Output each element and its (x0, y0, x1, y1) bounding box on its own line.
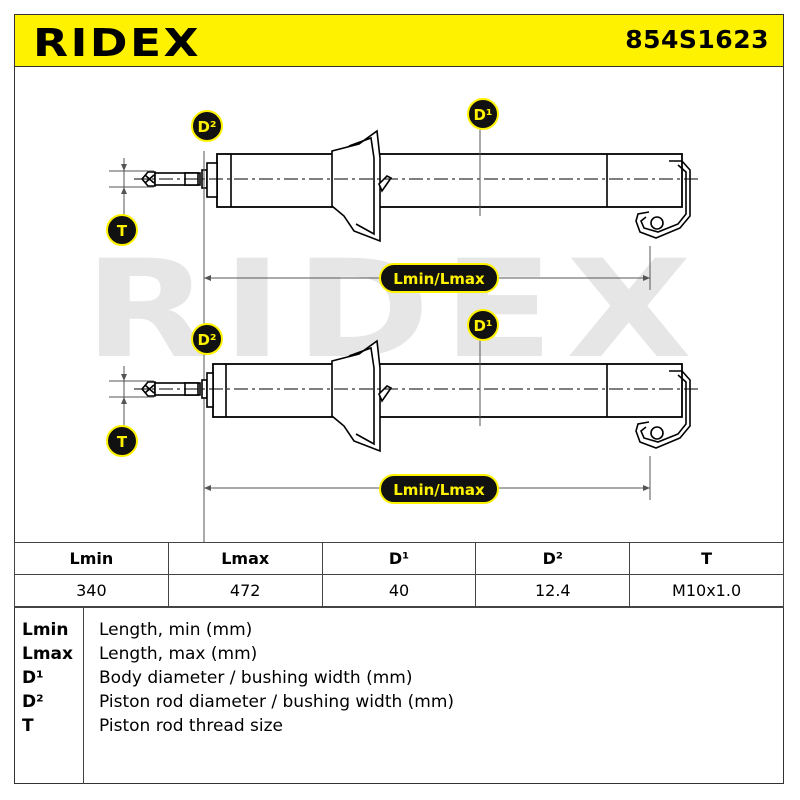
badge-length-lower: Lmin/Lmax (379, 474, 499, 504)
legend-desc: Piston rod diameter / bushing width (mm) (99, 692, 455, 712)
specs-value-row: 340 472 40 12.4 M10x1.0 (14, 574, 784, 607)
brand-logo-text: RIDEX (33, 22, 201, 62)
legend-desc: Length, min (mm) (99, 620, 253, 640)
specs-table: Lmin Lmax D¹ D² T 340 472 40 12.4 M10x1.… (14, 542, 784, 607)
legend-desc: Piston rod thread size (99, 716, 284, 736)
badge-t-lower-text: T (117, 433, 128, 451)
specs-header-row: Lmin Lmax D¹ D² T (14, 542, 784, 575)
value-lmax: 472 (167, 574, 323, 607)
value-d2: 12.4 (475, 574, 631, 607)
shock-absorber-diagram: RIDEX (84, 98, 704, 542)
badge-t-lower: T (106, 425, 138, 457)
legend-key: D¹ (22, 668, 44, 688)
badge-d2-upper: D² (191, 110, 223, 142)
legend-divider (83, 608, 84, 784)
legend-desc: Length, max (mm) (99, 644, 258, 664)
ridex-logo: RIDEX (33, 22, 201, 62)
badge-d1-upper-text: D¹ (473, 106, 492, 124)
legend-desc: Body diameter / bushing width (mm) (99, 668, 413, 688)
legend-key: T (22, 716, 34, 736)
dimension-arrows-lower (121, 374, 650, 491)
badge-length-lower-text: Lmin/Lmax (393, 481, 485, 499)
header-lmax: Lmax (167, 542, 323, 575)
legend-key: Lmin (22, 620, 69, 640)
legend-key: Lmax (22, 644, 73, 664)
value-d1: 40 (321, 574, 477, 607)
badge-length-upper: Lmin/Lmax (379, 263, 499, 293)
legend: Lmin Length, min (mm) Lmax Length, max (… (14, 607, 784, 784)
value-lmin: 340 (14, 574, 169, 607)
badge-d1-lower-text: D¹ (473, 317, 492, 335)
badge-d2-lower-text: D² (197, 331, 216, 349)
header-lmin: Lmin (14, 542, 169, 575)
header-d1: D¹ (321, 542, 477, 575)
shock-absorber-lower (134, 339, 698, 453)
header-bar: RIDEX 854S1623 (14, 14, 784, 67)
badge-d1-lower: D¹ (467, 309, 499, 341)
value-t: M10x1.0 (629, 574, 784, 607)
badge-t-upper: T (106, 214, 138, 246)
badge-length-upper-text: Lmin/Lmax (393, 270, 485, 288)
badge-t-upper-text: T (117, 222, 128, 240)
legend-key: D² (22, 692, 44, 712)
watermark: RIDEX (84, 231, 704, 388)
badge-d1-upper: D¹ (467, 98, 499, 130)
part-number: 854S1623 (625, 25, 769, 54)
header-d2: D² (475, 542, 631, 575)
badge-d2-upper-text: D² (197, 118, 216, 136)
header-t: T (629, 542, 784, 575)
badge-d2-lower: D² (191, 323, 223, 355)
dimension-arrows-upper (121, 164, 650, 281)
shock-absorber-upper (134, 129, 698, 243)
